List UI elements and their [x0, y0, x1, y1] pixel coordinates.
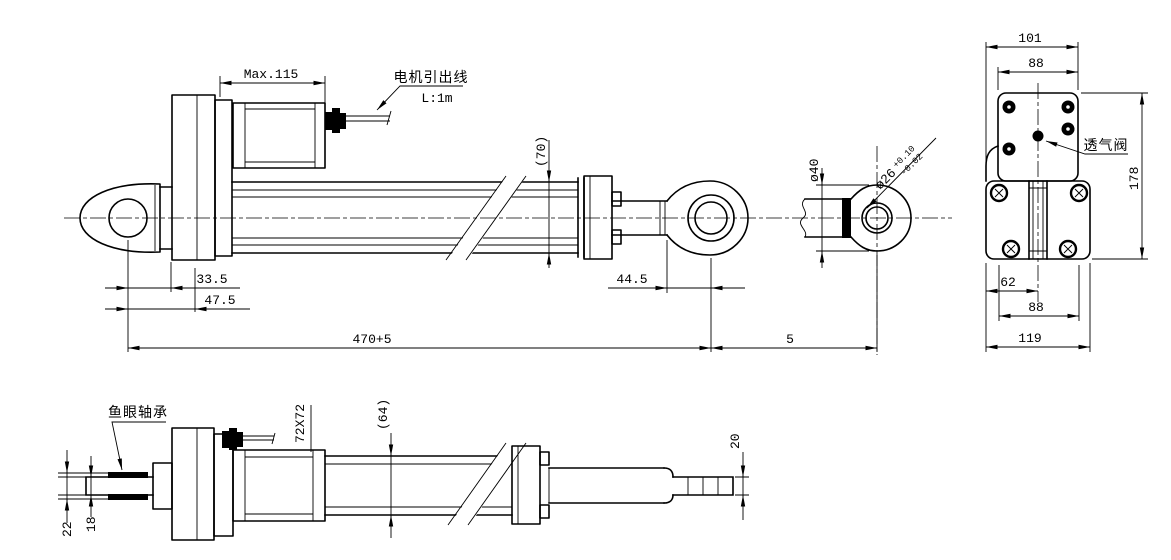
side-view: Max.115 电机引出线 L:1m (70) 33.5: [64, 67, 952, 352]
dim-center-offset: 62: [985, 263, 1038, 296]
dim-overall-length: 470+5: [128, 258, 712, 352]
dim-overall-width: 101: [985, 31, 1079, 178]
dim-text-motor-max-length: Max.115: [244, 67, 299, 82]
dim-bolt-span-top: 88: [997, 56, 1078, 90]
dim-text-eye-to-inner: 47.5: [204, 293, 235, 308]
dim-eye-center-gap: 5: [711, 255, 878, 352]
label-fisheye-bearing: 鱼眼轴承: [108, 404, 168, 471]
dim-text-base-width: 119: [1018, 331, 1041, 346]
vent-valve-text: 透气阀: [1084, 138, 1129, 154]
label-vent-valve: 透气阀: [1045, 138, 1129, 155]
dim-text-flange-square: 72X72: [293, 404, 308, 443]
dim-text-overall-height: 178: [1127, 167, 1142, 190]
dim-text-bolt-span-bottom: 88: [1028, 300, 1044, 315]
plan-end-cap: [511, 445, 550, 525]
dim-eye-to-inner: 47.5: [105, 268, 250, 312]
plan-motor: [232, 449, 326, 522]
dim-overall-height: 178: [1081, 92, 1148, 260]
dim-text-bore: ø26: [872, 166, 899, 193]
dim-flange-square: 72X72: [293, 404, 312, 452]
dim-text-overall-length: 470+5: [352, 332, 391, 347]
dim-text-center-offset: 62: [1000, 275, 1016, 290]
plan-eye-bar: [85, 462, 173, 510]
plan-break-gap: [448, 441, 528, 527]
plan-view: 鱼眼轴承 72X72 (64) 20 22: [58, 399, 749, 541]
plan-rod-threaded-end: [548, 467, 734, 504]
dim-bearing-od: 22: [58, 450, 108, 537]
rod-eye-detail: ø40 ø26 +0.10 -0.02: [800, 137, 937, 355]
dim-text-thread-dia: 20: [728, 433, 743, 449]
break-squiggle: [800, 198, 807, 238]
dim-text-tube-od: (70): [534, 136, 549, 167]
dim-text-bearing-od: 22: [60, 521, 75, 537]
dim-rod-end-length: 44.5: [608, 240, 745, 293]
dim-motor-max-length: Max.115: [219, 67, 326, 105]
motor: [232, 102, 326, 169]
motor-lead-text: 电机引出线: [394, 70, 469, 86]
dim-text-eye-to-face: 33.5: [196, 272, 227, 287]
label-motor-lead: 电机引出线 L:1m: [376, 70, 469, 111]
end-cap: [577, 175, 622, 260]
motor-lead-length-text: L:1m: [421, 91, 452, 106]
dim-text-bearing-width: 18: [84, 516, 99, 532]
motor-cable: [325, 108, 392, 133]
dim-text-bolt-span-top: 88: [1028, 56, 1044, 71]
dim-text-eye-outer-dia: ø40: [807, 159, 822, 182]
dim-tube-od: (70): [534, 136, 552, 268]
dim-text-overall-width: 101: [1018, 31, 1042, 46]
dim-bearing-width: 18: [58, 456, 99, 532]
plan-cable: [222, 428, 276, 450]
fisheye-bearing-text: 鱼眼轴承: [108, 404, 168, 421]
motor-face-screws: [1002, 100, 1075, 156]
dim-plan-tube-width: (64): [376, 399, 394, 538]
dim-eye-to-face: 33.5: [105, 240, 240, 352]
plan-tube: [324, 441, 528, 527]
dim-text-rod-end-length: 44.5: [616, 272, 647, 287]
dim-text-plan-tube-width: (64): [376, 399, 391, 430]
plan-break-lines: [447, 442, 527, 526]
dim-eye-outer-dia: ø40: [807, 159, 869, 268]
end-view: 101 88 178 62 88 119: [985, 31, 1148, 352]
base-screws: [989, 183, 1089, 259]
dim-bolt-span-bottom: 88: [998, 265, 1080, 321]
dim-text-eye-center-gap: 5: [786, 332, 794, 347]
gearbox-housing: [171, 94, 233, 261]
dim-thread-dia: 20: [728, 433, 749, 520]
dim-base-width: 119: [985, 263, 1091, 352]
